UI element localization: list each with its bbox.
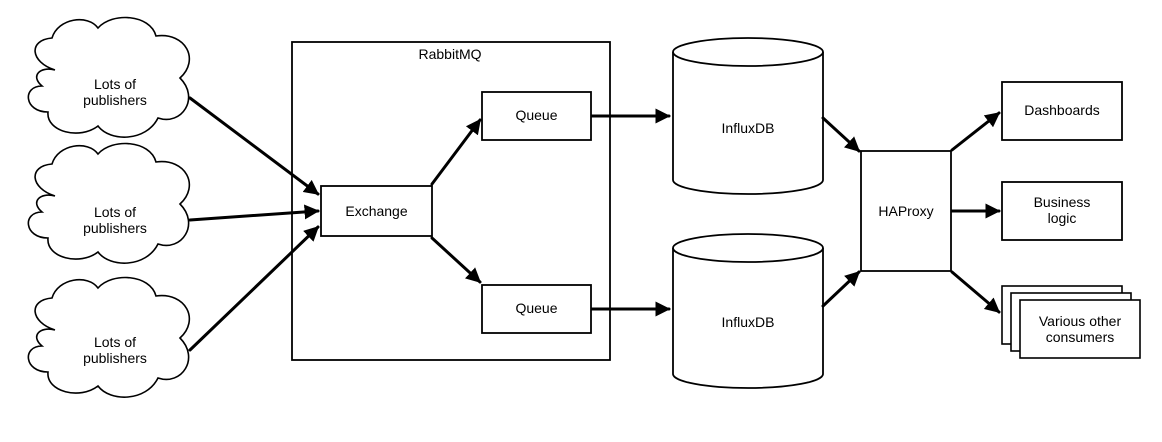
publisher-cloud-1: [27, 16, 191, 138]
haproxy-box: [860, 150, 952, 272]
queue-label-2: Queue: [515, 300, 558, 316]
haproxy-label: HAProxy: [878, 203, 934, 219]
dashboards-box: [1001, 81, 1123, 141]
rabbitmq-container: [291, 41, 611, 361]
publisher-cloud-2: [27, 142, 191, 264]
business-logic-label-line1: Business: [1033, 194, 1091, 210]
publisher-label-3-line2: publishers: [83, 350, 147, 366]
publisher-label-2: Lots of publishers: [50, 200, 180, 240]
publisher-cloud-3: [27, 276, 191, 398]
arrow-exchange-queue1: [430, 118, 482, 186]
influxdb-cylinder-2: [672, 233, 824, 389]
exchange-box: [320, 185, 433, 237]
arrow-haproxy-various-consumers: [950, 270, 1001, 314]
influxdb-label-1: InfluxDB: [721, 120, 775, 136]
arrow-haproxy-dashboards: [950, 111, 1001, 152]
queue-label-1: Queue: [515, 107, 558, 123]
publisher-label-3: Lots of publishers: [50, 330, 180, 370]
influxdb-cylinder-1: [672, 37, 824, 195]
business-logic-label: Business logic: [1002, 182, 1122, 238]
arrow-publisher2-exchange: [188, 204, 320, 222]
publisher-label-2-line2: publishers: [83, 220, 147, 236]
rabbitmq-title: RabbitMQ: [418, 46, 482, 62]
business-logic-label-line2: logic: [1047, 210, 1077, 226]
publisher-label-1: Lots of publishers: [50, 72, 180, 112]
arrow-publisher3-exchange: [188, 225, 320, 352]
arrow-influxdb1-haproxy: [821, 116, 861, 153]
publisher-label-2-line1: Lots of: [93, 204, 137, 220]
dashboards-label: Dashboards: [1024, 102, 1100, 118]
publisher-label-1-line2: publishers: [83, 92, 147, 108]
various-consumers-stack: [1001, 285, 1141, 359]
arrow-publisher1-exchange: [188, 96, 320, 196]
publisher-label-3-line1: Lots of: [93, 334, 137, 350]
publisher-label-1-line1: Lots of: [93, 76, 137, 92]
influxdb-label-2: InfluxDB: [721, 314, 775, 330]
exchange-label: Exchange: [345, 203, 408, 219]
business-logic-box: [1001, 181, 1123, 241]
arrow-influxdb2-haproxy: [821, 270, 861, 308]
various-consumers-label: Various other consumers: [1020, 300, 1140, 358]
arrow-exchange-queue2: [430, 236, 482, 284]
various-consumers-label-line2: consumers: [1045, 329, 1115, 345]
various-consumers-label-line1: Various other: [1038, 313, 1122, 329]
queue-box-1: [481, 91, 592, 141]
